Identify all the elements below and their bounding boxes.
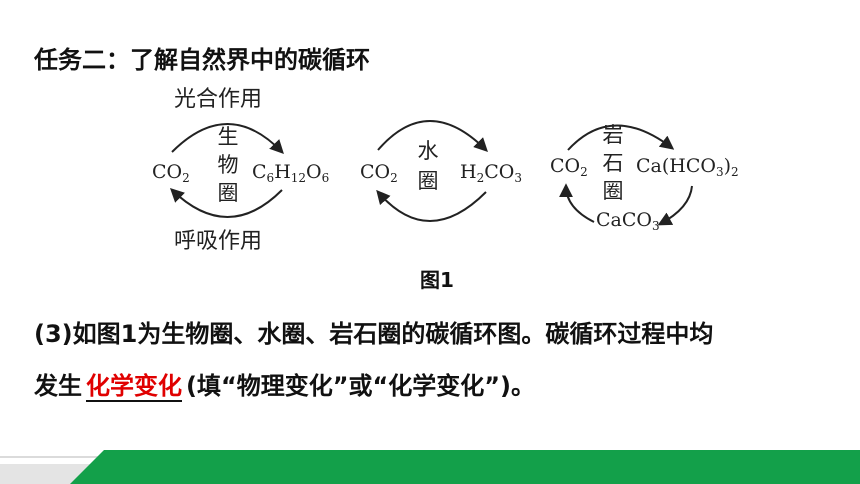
calcium-bicarbonate-part-1: 3 (716, 165, 724, 179)
question-suffix: (填“物理变化”或“化学变化”)。 (186, 372, 536, 400)
footer-green-band (70, 450, 860, 484)
biosphere-char-2: 物 (218, 153, 239, 177)
litho-top-arrow (567, 124, 675, 151)
biosphere-char-3: 圈 (218, 181, 239, 205)
glucose-part-5: 6 (322, 171, 330, 185)
cycle-hydrosphere: 水 圈 CO2 H2CO3 (360, 120, 522, 222)
footer-bar (0, 450, 860, 484)
litho-left-arrow (559, 183, 595, 223)
glucose-part-3: 12 (291, 171, 306, 185)
glucose-part-0: C (252, 161, 267, 183)
photosynthesis-arrow (171, 123, 284, 155)
question-prefix: 发生 (34, 372, 82, 400)
hydro-top-arrow (377, 120, 488, 152)
litho-right-arrow (657, 185, 693, 226)
hydro-bottom-arrow (376, 189, 487, 222)
cycle-biosphere: 光合作用 生 物 圈 CO2 C6H12O6 呼吸作用 (152, 87, 329, 254)
lithosphere-char-1: 岩 (603, 123, 624, 147)
calcium-carbonate-formula: CaCO3 (596, 209, 660, 233)
carbonic-acid-part-0: H (460, 161, 477, 183)
respiration-arrow (169, 188, 283, 218)
co2-formula-1: CO2 (152, 161, 190, 185)
carbonic-acid-part-2: CO (484, 161, 514, 183)
hydrosphere-char-1: 水 (418, 139, 439, 163)
calcium-bicarbonate-part-2: ) (724, 155, 731, 177)
question-line-2: 发生化学变化(填“物理变化”或“化学变化”)。 (34, 366, 535, 401)
biosphere-char-1: 生 (218, 125, 239, 149)
figure-caption: 图1 (420, 268, 454, 292)
cycle-lithosphere: 岩 石 圈 CO2 Ca(HCO3)2 CaCO3 (550, 123, 739, 233)
calcium-carbonate-part-1: 3 (652, 219, 660, 233)
hydrosphere-char-2: 圈 (418, 169, 439, 193)
carbonic-acid-formula: H2CO3 (460, 161, 522, 185)
glucose-part-2: H (274, 161, 291, 183)
glucose-part-1: 6 (267, 171, 275, 185)
carbonic-acid-part-1: 2 (477, 171, 485, 185)
question-line-1: (3)如图1为生物圈、水圈、岩石圈的碳循环图。碳循环过程中均 (34, 320, 714, 348)
photosynthesis-label: 光合作用 (174, 87, 262, 112)
calcium-carbonate-part-0: CaCO (596, 209, 652, 231)
carbonic-acid-part-3: 3 (514, 171, 522, 185)
co2-formula-2: CO2 (360, 161, 398, 185)
glucose-formula: C6H12O6 (252, 161, 329, 185)
glucose-part-4: O (306, 161, 322, 183)
respiration-label: 呼吸作用 (174, 229, 262, 254)
calcium-bicarbonate-formula: Ca(HCO3)2 (636, 155, 739, 179)
calcium-bicarbonate-part-3: 2 (731, 165, 739, 179)
task-title: 任务二：了解自然界中的碳循环 (34, 46, 370, 74)
lithosphere-char-3: 圈 (603, 179, 624, 203)
answer-blank: 化学变化 (86, 372, 182, 400)
calcium-bicarbonate-part-0: Ca(HCO (636, 155, 716, 177)
co2-formula-3: CO2 (550, 155, 588, 179)
lithosphere-char-2: 石 (603, 151, 624, 175)
